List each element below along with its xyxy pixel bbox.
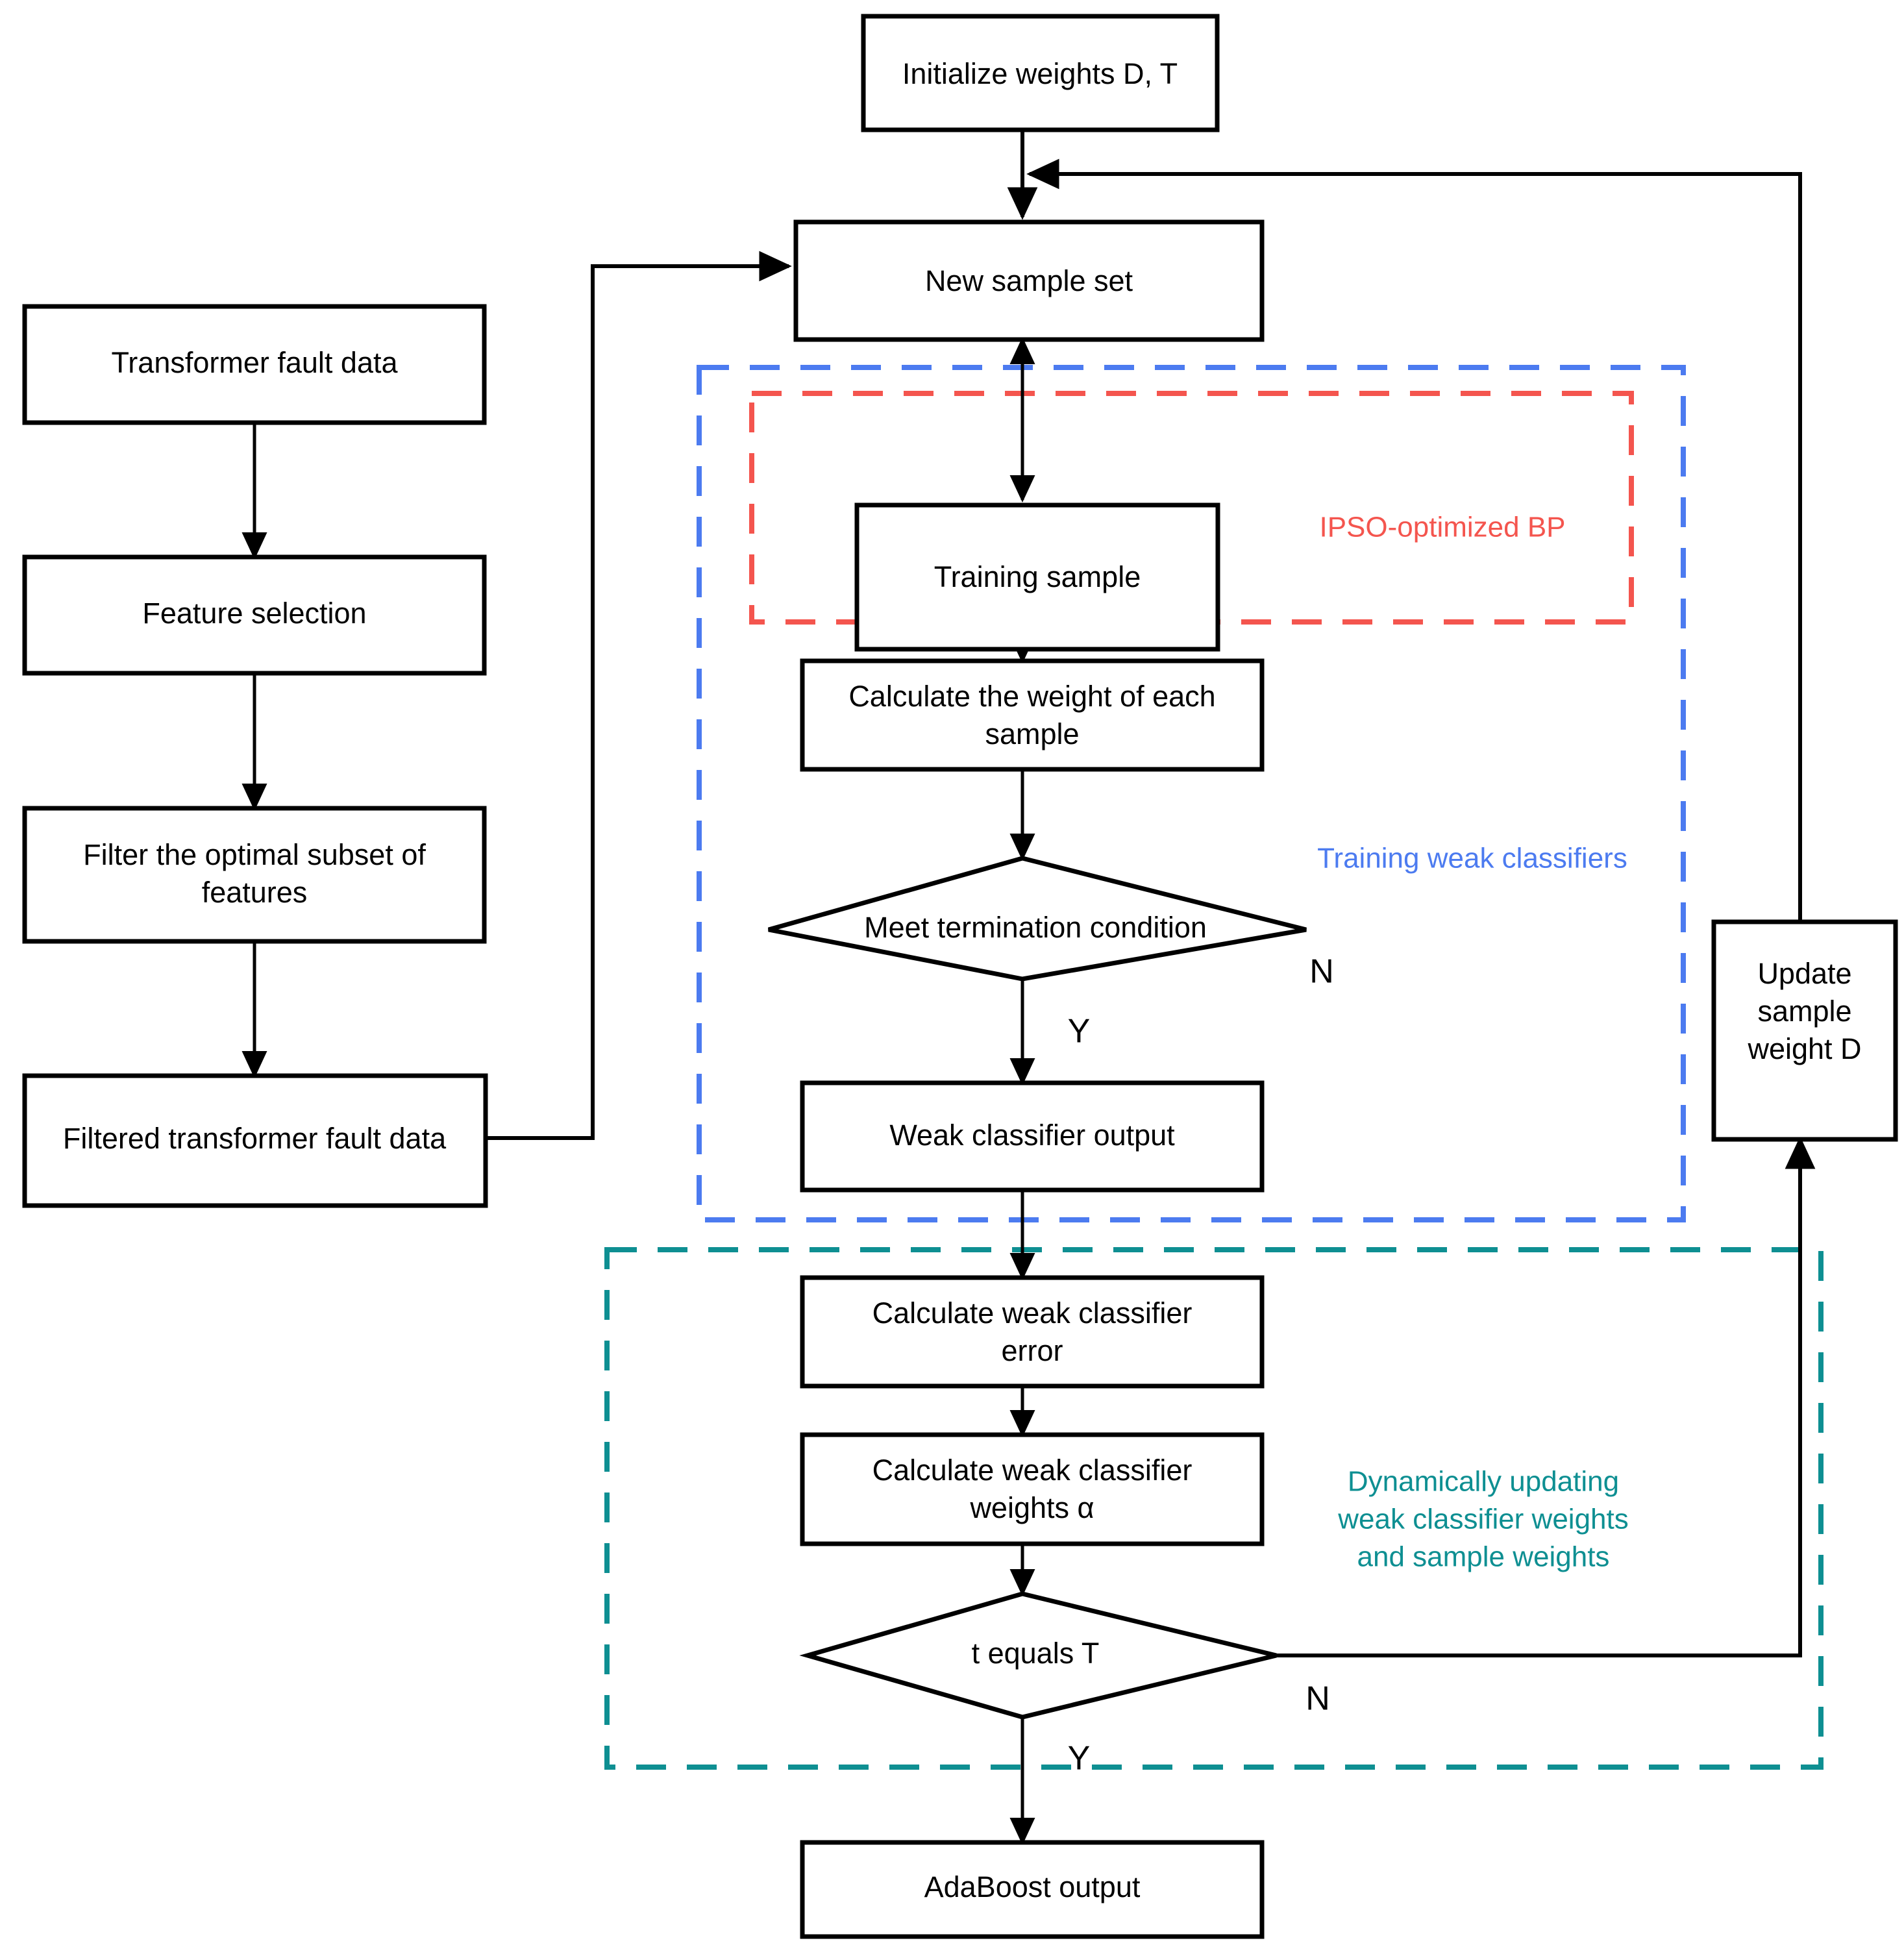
node-calculate-weight-each-sample[interactable] [800, 658, 1265, 772]
node-label-calculate-weight-line2: sample [985, 717, 1079, 750]
node-label-update-weight-line2: sample [1757, 995, 1851, 1028]
node-filter-optimal-subset[interactable] [22, 806, 487, 944]
node-label-new-sample-set: New sample set [925, 264, 1133, 297]
node-label-adaboost-output: AdaBoost output [924, 1870, 1141, 1903]
node-calculate-weak-classifier-error[interactable] [800, 1275, 1265, 1389]
node-new-sample-set[interactable] [793, 219, 1265, 342]
node-label-calc-error-line1: Calculate weak classifier [872, 1296, 1193, 1330]
node-label-weak-classifier-output: Weak classifier output [889, 1119, 1175, 1152]
branch-label-termination-yes: Y [1068, 1013, 1091, 1050]
node-label-initialize-weights: Initialize weights D, T [902, 57, 1178, 90]
node-update-sample-weight[interactable] [1711, 919, 1898, 1142]
node-label-calc-weights-line2: weights α [969, 1491, 1094, 1524]
node-weak-classifier-output[interactable] [800, 1080, 1265, 1193]
edge-t-equals-no-to-update-weight [1276, 1136, 1816, 1657]
node-label-feature-selection: Feature selection [142, 597, 366, 630]
edge-filtered-data-to-new-sample [486, 251, 792, 1140]
node-label-meet-termination-condition: Meet termination condition [864, 911, 1207, 944]
group-box-training-weak-classifiers [697, 365, 1686, 1222]
node-transformer-fault-data[interactable] [22, 304, 487, 425]
node-feature-selection[interactable] [22, 554, 487, 676]
node-label-calc-error-line2: error [1001, 1334, 1063, 1367]
group-label-dynamic-update-line2: weak classifier weights [1337, 1504, 1629, 1535]
node-label-transformer-fault-data: Transformer fault data [111, 346, 398, 379]
group-box-dynamic-update [604, 1247, 1824, 1770]
group-label-training-weak-classifiers: Training weak classifiers [1317, 843, 1627, 874]
branch-label-t-equals-no: N [1305, 1680, 1330, 1718]
node-t-equals-t[interactable] [799, 1591, 1277, 1720]
node-meet-termination-condition[interactable] [768, 856, 1307, 982]
group-label-ipso-optimized-bp: IPSO-optimized BP [1319, 512, 1565, 543]
node-filtered-transformer-fault-data[interactable] [22, 1073, 488, 1208]
node-label-update-weight-line1: Update [1757, 957, 1851, 990]
node-label-training-sample: Training sample [934, 560, 1141, 593]
node-label-filtered-transformer-fault-data: Filtered transformer fault data [63, 1122, 447, 1155]
node-adaboost-output[interactable] [800, 1840, 1265, 1939]
node-calculate-weak-classifier-weights[interactable] [800, 1432, 1265, 1546]
node-label-filter-optimal-line1: Filter the optimal subset of [83, 838, 426, 871]
node-training-sample[interactable] [854, 502, 1220, 652]
edge-update-weight-to-new-sample [1026, 158, 1802, 922]
node-label-calculate-weight-line1: Calculate the weight of each [848, 680, 1215, 713]
node-label-t-equals-t: t equals T [972, 1637, 1100, 1670]
node-initialize-weights[interactable] [861, 14, 1220, 132]
node-label-filter-optimal-line2: features [202, 876, 308, 909]
group-label-dynamic-update-line3: and sample weights [1357, 1541, 1610, 1573]
node-label-calc-weights-line1: Calculate weak classifier [872, 1454, 1193, 1487]
branch-label-t-equals-yes: Y [1068, 1740, 1091, 1778]
group-label-dynamic-update-line1: Dynamically updating [1348, 1466, 1619, 1498]
branch-label-termination-no: N [1309, 953, 1334, 991]
node-label-update-weight-line3: weight D [1747, 1032, 1861, 1065]
